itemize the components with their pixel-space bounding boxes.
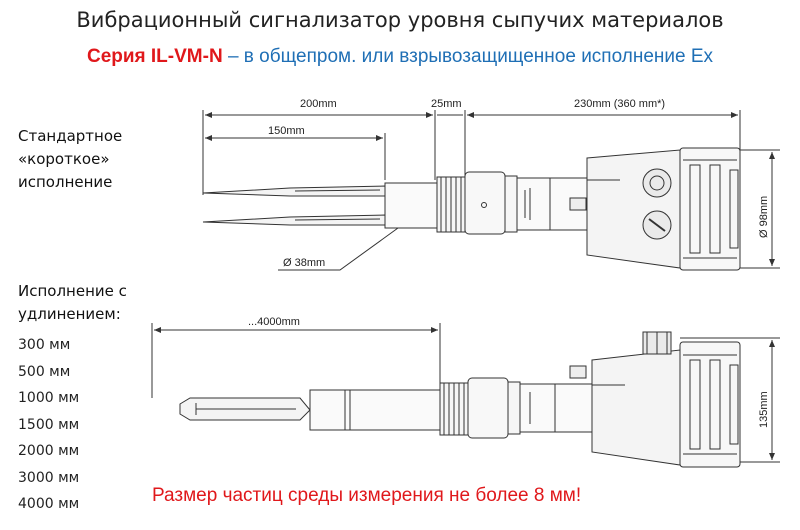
subtitle: Серия IL-VM-N – в общепром. или взрывоза… xyxy=(0,46,800,68)
extension-option: 4000 мм xyxy=(18,496,80,512)
subtitle-description: – в общепром. или взрывозащищенное испол… xyxy=(222,46,714,67)
extended-device-drawing xyxy=(151,323,780,468)
series-name: Серия IL-VM-N xyxy=(86,46,223,67)
dim-4000mm: ...4000mm xyxy=(248,316,300,328)
extension-option: 1000 мм xyxy=(18,390,80,406)
standard-line-3: исполнение xyxy=(18,173,113,191)
standard-version-label: Стандартное «короткое» исполнение xyxy=(18,125,122,194)
warning-text: Размер частиц среды измерения не более 8… xyxy=(152,485,582,506)
extension-option: 3000 мм xyxy=(18,469,80,486)
extended-line-2: удлинением: xyxy=(18,305,121,323)
extension-option: 300 мм xyxy=(18,337,71,353)
dim-150mm: 150mm xyxy=(268,125,305,137)
dim-25mm: 25mm xyxy=(431,98,462,110)
dim-diameter-98mm: Ø 98mm xyxy=(758,196,770,238)
extension-option: 500 мм xyxy=(18,363,71,380)
extended-version-label: Исполнение с удлинением: xyxy=(18,280,127,326)
standard-device-drawing xyxy=(202,110,780,271)
standard-line-2: «короткое» xyxy=(18,150,110,168)
extended-line-1: Исполнение с xyxy=(18,282,127,300)
page-title: Вибрационный сигнализатор уровня сыпучих… xyxy=(76,8,724,32)
dim-200mm: 200mm xyxy=(300,98,337,110)
extension-option: 1500 мм xyxy=(18,416,80,433)
dim-135mm: 135mm xyxy=(758,391,770,428)
extension-options-list: 300 мм 500 мм 1000 мм 1500 мм 2000 мм 30… xyxy=(18,332,79,518)
dim-diameter-38mm: Ø 38mm xyxy=(283,257,325,269)
standard-line-1: Стандартное xyxy=(18,127,123,145)
dim-230mm: 230mm (360 mm*) xyxy=(574,98,665,110)
extension-option: 2000 мм xyxy=(18,443,80,459)
